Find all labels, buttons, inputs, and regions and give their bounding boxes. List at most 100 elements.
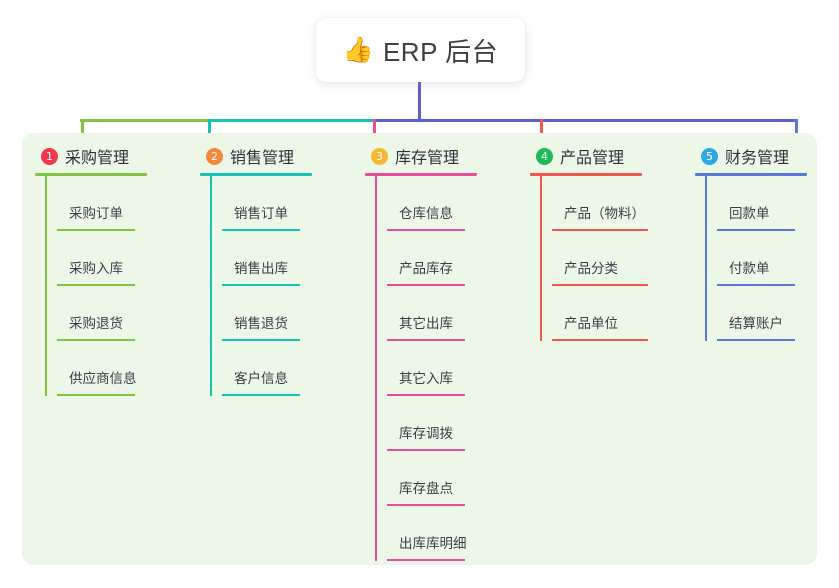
column-badge-5: 5 bbox=[701, 147, 718, 165]
tree-item-label: 销售订单 bbox=[234, 206, 288, 221]
tree-item-underline bbox=[222, 284, 300, 286]
branches-panel bbox=[22, 133, 817, 565]
column-header-采购管理[interactable]: 1 采购管理 bbox=[35, 145, 159, 167]
column-title: 产品管理 bbox=[560, 150, 625, 167]
tree-item-underline bbox=[552, 229, 648, 231]
drop-connector-库存管理 bbox=[373, 119, 376, 145]
column-title: 销售管理 bbox=[230, 150, 295, 167]
thumbs-up-icon: 👍 bbox=[342, 35, 374, 64]
tree-item-label: 付款单 bbox=[729, 261, 770, 276]
column-spine bbox=[45, 176, 47, 396]
tree-item-label: 仓库信息 bbox=[399, 206, 453, 221]
tree-item-label: 销售出库 bbox=[234, 261, 288, 276]
column-销售管理: 2 销售管理销售订单销售出库销售退货客户信息 bbox=[200, 145, 324, 396]
tree-item-underline bbox=[57, 284, 135, 286]
tree-item-underline bbox=[552, 284, 648, 286]
tree-item[interactable]: 出库库明细 bbox=[375, 506, 489, 561]
tree-item-underline bbox=[57, 229, 135, 231]
tree-item-label: 采购入库 bbox=[69, 261, 123, 276]
bus-segment-1 bbox=[80, 119, 208, 122]
tree-item[interactable]: 库存盘点 bbox=[375, 451, 489, 506]
tree-item-label: 出库库明细 bbox=[399, 536, 467, 551]
column-库存管理: 3 库存管理仓库信息产品库存其它出库其它入库库存调拨库存盘点出库库明细 bbox=[365, 145, 489, 561]
root-stem-connector bbox=[418, 82, 421, 122]
tree-item[interactable]: 结算账户 bbox=[705, 286, 819, 341]
column-items: 销售订单销售出库销售退货客户信息 bbox=[200, 176, 324, 396]
column-items: 采购订单采购入库采购退货供应商信息 bbox=[35, 176, 159, 396]
tree-item[interactable]: 采购入库 bbox=[45, 231, 159, 286]
tree-item-underline bbox=[387, 394, 465, 396]
column-title: 财务管理 bbox=[725, 150, 790, 167]
tree-item-underline bbox=[387, 504, 465, 506]
column-underline bbox=[695, 173, 807, 176]
column-badge-3: 3 bbox=[371, 147, 388, 165]
tree-item[interactable]: 其它出库 bbox=[375, 286, 489, 341]
tree-item-underline bbox=[717, 284, 795, 286]
column-spine bbox=[540, 176, 542, 341]
column-产品管理: 4 产品管理产品（物料） 产品分类产品单位 bbox=[530, 145, 654, 341]
column-header-产品管理[interactable]: 4 产品管理 bbox=[530, 145, 654, 167]
column-badge-2: 2 bbox=[206, 147, 223, 165]
column-header-销售管理[interactable]: 2 销售管理 bbox=[200, 145, 324, 167]
tree-item-underline bbox=[222, 339, 300, 341]
tree-item-underline bbox=[387, 339, 465, 341]
column-header-库存管理[interactable]: 3 库存管理 bbox=[365, 145, 489, 167]
drop-connector-财务管理 bbox=[795, 119, 798, 145]
tree-item[interactable]: 产品分类 bbox=[540, 231, 654, 286]
tree-item-underline bbox=[222, 229, 300, 231]
column-title: 库存管理 bbox=[395, 150, 460, 167]
column-spine bbox=[705, 176, 707, 341]
tree-item[interactable]: 回款单 bbox=[705, 176, 819, 231]
tree-item[interactable]: 采购退货 bbox=[45, 286, 159, 341]
tree-item[interactable]: 付款单 bbox=[705, 231, 819, 286]
tree-item[interactable]: 库存调拨 bbox=[375, 396, 489, 451]
column-items: 仓库信息产品库存其它出库其它入库库存调拨库存盘点出库库明细 bbox=[365, 176, 489, 561]
column-underline bbox=[365, 173, 477, 176]
tree-item[interactable]: 销售退货 bbox=[210, 286, 324, 341]
tree-item-label: 销售退货 bbox=[234, 316, 288, 331]
tree-item-label: 库存盘点 bbox=[399, 481, 453, 496]
tree-item-underline bbox=[387, 449, 465, 451]
tree-item[interactable]: 产品单位 bbox=[540, 286, 654, 341]
tree-item-underline bbox=[552, 339, 648, 341]
tree-item[interactable]: 产品（物料） bbox=[540, 176, 654, 231]
column-header-财务管理[interactable]: 5 财务管理 bbox=[695, 145, 819, 167]
tree-item-label: 采购退货 bbox=[69, 316, 123, 331]
column-underline bbox=[200, 173, 312, 176]
tree-item-label: 采购订单 bbox=[69, 206, 123, 221]
tree-item[interactable]: 供应商信息 bbox=[45, 341, 159, 396]
tree-item[interactable]: 销售订单 bbox=[210, 176, 324, 231]
tree-item-label: 客户信息 bbox=[234, 371, 288, 386]
column-items: 回款单付款单结算账户 bbox=[695, 176, 819, 341]
tree-item-underline bbox=[717, 339, 795, 341]
tree-item-underline bbox=[387, 284, 465, 286]
column-underline bbox=[35, 173, 147, 176]
column-underline bbox=[530, 173, 642, 176]
tree-item[interactable]: 仓库信息 bbox=[375, 176, 489, 231]
tree-item-label: 产品（物料） bbox=[564, 206, 645, 221]
tree-item[interactable]: 其它入库 bbox=[375, 341, 489, 396]
column-spine bbox=[375, 176, 377, 561]
tree-item-underline bbox=[222, 394, 300, 396]
tree-item[interactable]: 销售出库 bbox=[210, 231, 324, 286]
tree-item-label: 供应商信息 bbox=[69, 371, 137, 386]
tree-item-label: 结算账户 bbox=[729, 316, 783, 331]
tree-item[interactable]: 采购订单 bbox=[45, 176, 159, 231]
column-badge-1: 1 bbox=[41, 147, 58, 165]
tree-item[interactable]: 产品库存 bbox=[375, 231, 489, 286]
tree-item-underline bbox=[387, 559, 465, 561]
tree-item-label: 产品库存 bbox=[399, 261, 453, 276]
column-spine bbox=[210, 176, 212, 396]
drop-connector-产品管理 bbox=[540, 119, 543, 145]
column-title: 采购管理 bbox=[65, 150, 130, 167]
column-items: 产品（物料） 产品分类产品单位 bbox=[530, 176, 654, 341]
column-采购管理: 1 采购管理采购订单采购入库采购退货供应商信息 bbox=[35, 145, 159, 396]
root-node-card[interactable]: 👍 ERP 后台 bbox=[316, 18, 525, 82]
tree-item-label: 其它出库 bbox=[399, 316, 453, 331]
drop-connector-销售管理 bbox=[208, 119, 211, 145]
tree-item-underline bbox=[717, 229, 795, 231]
column-财务管理: 5 财务管理回款单付款单结算账户 bbox=[695, 145, 819, 341]
column-badge-4: 4 bbox=[536, 147, 553, 165]
tree-item[interactable]: 客户信息 bbox=[210, 341, 324, 396]
